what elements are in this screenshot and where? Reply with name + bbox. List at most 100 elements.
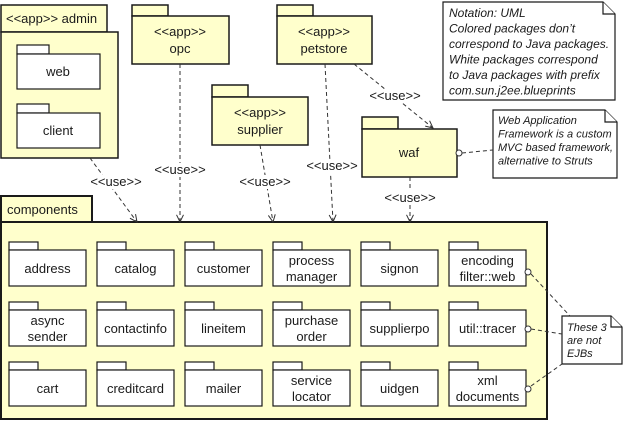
package-util-tracer[interactable]: util::tracer xyxy=(448,301,527,347)
arrowhead-icon xyxy=(267,214,276,224)
package-petstore[interactable]: <<app>> petstore xyxy=(276,4,373,65)
package-label: service xyxy=(291,373,332,388)
ejb-note-line: are not xyxy=(567,335,602,347)
arrowhead-icon xyxy=(406,214,414,224)
package-label: order xyxy=(296,329,327,344)
package-label: supplierpo xyxy=(370,321,430,336)
notation-note-line: com.sun.j2ee.blueprints xyxy=(449,84,576,98)
package-client-label: client xyxy=(43,123,74,138)
ejb-note-line: These 3 xyxy=(567,322,608,334)
package-label: address xyxy=(24,261,71,276)
package-supplier-name: supplier xyxy=(237,122,283,137)
package-label: documents xyxy=(456,389,520,404)
package-label: encoding xyxy=(461,253,514,268)
package-admin-label: <<app>> admin xyxy=(6,11,97,26)
package-label: util::tracer xyxy=(459,321,517,336)
package-label: async xyxy=(31,313,65,328)
use-label: <<use>> xyxy=(90,174,141,189)
package-label: customer xyxy=(197,261,251,276)
arrowhead-icon xyxy=(328,214,337,224)
package-opc[interactable]: <<app>> opc xyxy=(131,4,230,65)
package-cart[interactable]: cart xyxy=(8,361,87,407)
package-uidgen[interactable]: uidgen xyxy=(360,361,439,407)
package-label: signon xyxy=(380,261,418,276)
ejb-anchor-3-icon xyxy=(524,385,532,393)
package-opc-name: opc xyxy=(170,41,191,56)
use-label: <<use>> xyxy=(239,174,290,189)
waf-note-line: Framework is a custom xyxy=(498,129,612,141)
package-waf[interactable]: waf xyxy=(361,116,458,178)
package-label: process xyxy=(289,253,335,268)
package-address[interactable]: address xyxy=(8,241,87,287)
use-label: <<use>> xyxy=(306,158,357,173)
use-label: <<use>> xyxy=(369,88,420,103)
package-components[interactable]: components address catalog customer process… xyxy=(0,195,548,420)
package-catalog[interactable]: catalog xyxy=(96,241,175,287)
package-web[interactable]: web xyxy=(16,44,101,90)
petstore-uses-components[interactable]: <<use>> xyxy=(306,63,358,224)
package-label: mailer xyxy=(206,381,242,396)
package-mailer[interactable]: mailer xyxy=(184,361,263,407)
package-petstore-stereotype: <<app>> xyxy=(298,24,350,39)
package-creditcard[interactable]: creditcard xyxy=(96,361,175,407)
arrowhead-icon xyxy=(129,214,138,223)
ejb-note-connector-3 xyxy=(530,363,563,387)
components-title: components xyxy=(7,202,78,217)
arrowhead-icon xyxy=(425,120,434,129)
use-label: <<use>> xyxy=(154,162,205,177)
package-waf-name: waf xyxy=(398,145,420,160)
package-contactinfo[interactable]: contactinfo xyxy=(96,301,175,347)
package-label: cart xyxy=(37,381,59,396)
ejb-anchor-2-icon xyxy=(524,325,532,333)
package-admin[interactable]: <<app>> admin web client xyxy=(0,4,119,159)
waf-note-connector xyxy=(461,149,494,154)
package-signon[interactable]: signon xyxy=(360,241,439,287)
ejb-note-line: EJBs xyxy=(567,348,593,360)
waf-note-line: alternative to Struts xyxy=(498,156,593,168)
supplier-uses-components[interactable]: <<use>> xyxy=(239,144,291,224)
package-label: manager xyxy=(286,269,338,284)
notation-note-line: correspond to Java packages. xyxy=(449,37,609,51)
notation-note-line: Colored packages don’t xyxy=(449,22,576,36)
components-tab xyxy=(0,195,93,223)
petstore-uses-waf[interactable]: <<use>> xyxy=(353,63,434,129)
notation-note-line: to Java packages with prefix xyxy=(449,68,601,82)
package-supplier-stereotype: <<app>> xyxy=(234,105,286,120)
waf-note-line: Web Application xyxy=(498,115,577,127)
package-label: xml xyxy=(477,373,497,388)
package-label: filter::web xyxy=(460,269,516,284)
package-admin-tab xyxy=(0,4,108,33)
ejb-note-connector-2 xyxy=(530,328,563,335)
opc-uses-components[interactable]: <<use>> xyxy=(154,64,206,224)
waf-note-anchor-icon xyxy=(455,149,463,157)
package-lineitem[interactable]: lineitem xyxy=(184,301,263,347)
package-label: contactinfo xyxy=(104,321,167,336)
ejb-anchor-1-icon xyxy=(524,268,532,276)
package-client[interactable]: client xyxy=(16,103,101,149)
arrowhead-icon xyxy=(176,214,184,224)
package-label: locator xyxy=(292,389,332,404)
admin-uses-components[interactable]: <<use>> xyxy=(89,157,142,223)
ejb-note-connector-1 xyxy=(530,273,571,317)
package-supplier[interactable]: <<app>> supplier xyxy=(211,84,309,146)
waf-uses-components[interactable]: <<use>> xyxy=(384,177,436,224)
package-label: uidgen xyxy=(380,381,419,396)
package-label: catalog xyxy=(115,261,157,276)
waf-note-line: MVC based framework, xyxy=(498,142,613,154)
package-web-label: web xyxy=(45,64,70,79)
package-label: lineitem xyxy=(201,321,246,336)
notation-note-line: White packages correspond xyxy=(449,53,598,67)
package-petstore-name: petstore xyxy=(301,41,348,56)
package-supplierpo[interactable]: supplierpo xyxy=(360,301,439,347)
package-customer[interactable]: customer xyxy=(184,241,263,287)
package-opc-stereotype: <<app>> xyxy=(154,24,206,39)
